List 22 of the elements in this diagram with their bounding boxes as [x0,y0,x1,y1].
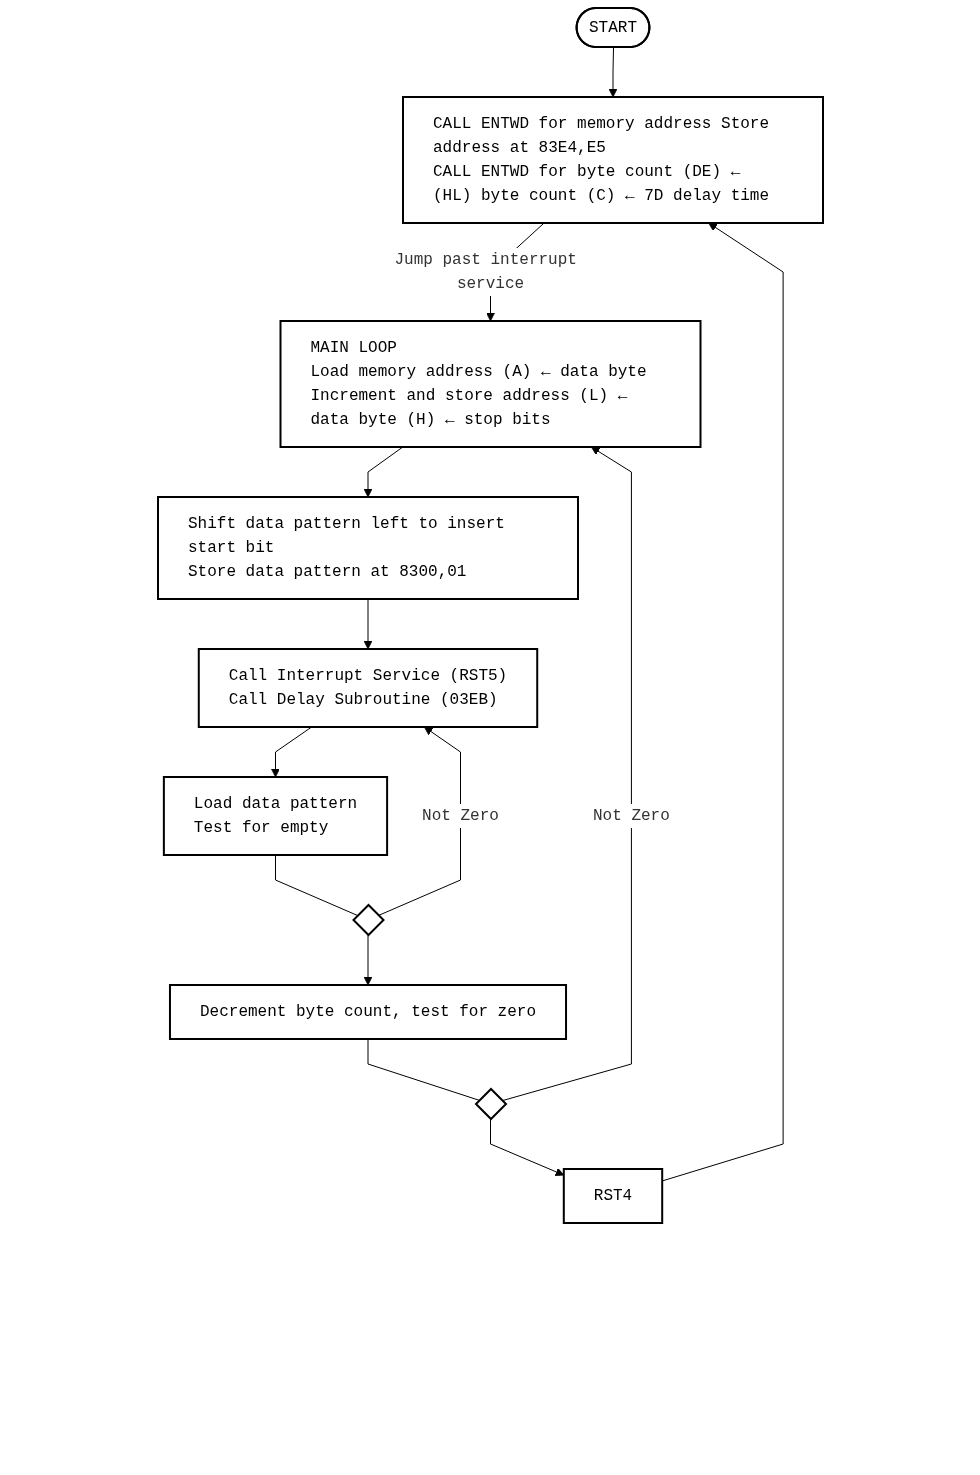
node-box: Load data pattern Test for empty [162,776,388,856]
arrow [501,446,632,1102]
node-box: RST4 [562,1168,663,1224]
arrow [363,598,372,650]
edge-label: Jump past interrupt service [393,251,577,293]
arrow [270,726,312,778]
arrow [661,222,784,1182]
node-diamond [351,903,385,937]
edge-label: Not Zero [592,807,670,825]
connector [367,1038,480,1101]
arrow [363,934,372,986]
arrow [363,446,403,498]
node-box: Call Interrupt Service (RST5) Call Delay Subroutine (03EB) [197,648,538,728]
node-box: Shift data pattern left to insert start bit Store data pattern at 8300,01 [156,496,579,600]
node-box: MAIN LOOP Load memory address (A) ← data byte Increment and store address (L) ← data byte (H) ← stop bits [279,320,701,448]
edge-label: Not Zero [421,807,499,825]
node-diamond [474,1087,507,1121]
arrow [377,726,461,916]
arrow [489,1118,564,1177]
connector [274,854,358,916]
node-box: CALL ENTWD for memory address Store address at 83E4,E5 CALL ENTWD for byte count (DE) ← (HL) byte count (C) ← 7D delay time [401,96,824,224]
node-box: Decrement byte count, test for zero [168,984,567,1040]
